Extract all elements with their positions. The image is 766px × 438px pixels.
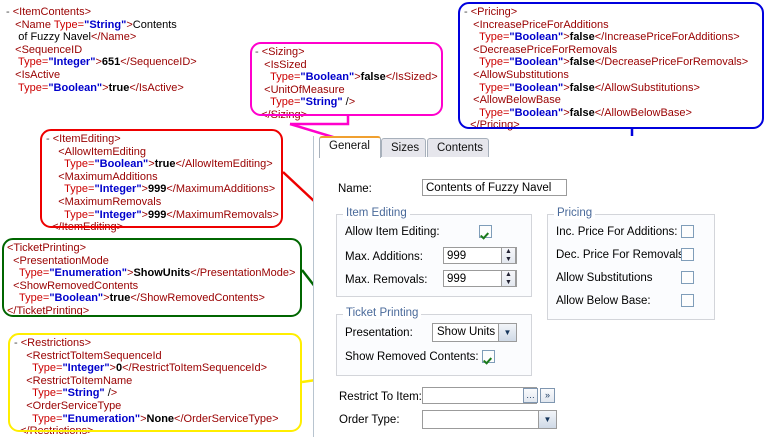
order-type-select[interactable]: ▼	[422, 410, 557, 429]
show-removed-contents-label: Show Removed Contents:	[345, 351, 479, 363]
dec-price-removals-checkbox[interactable]	[681, 248, 694, 261]
ticket-printing-group: Ticket Printing Presentation: Show Units…	[336, 314, 532, 376]
spin-down-icon[interactable]: ▼	[502, 256, 515, 263]
tab-general[interactable]: General	[319, 136, 381, 158]
name-input[interactable]: Contents of Fuzzy Navel	[422, 179, 567, 196]
presentation-value: Show Units	[437, 326, 495, 338]
name-label: Name:	[338, 183, 372, 195]
spin-up-icon[interactable]: ▲	[502, 271, 515, 278]
pricing-group-title: Pricing	[554, 207, 595, 219]
properties-dialog: General Sizes Contents Name: Contents of…	[313, 136, 746, 437]
allow-item-editing-checkbox[interactable]	[479, 225, 492, 238]
allow-substitutions-checkbox[interactable]	[681, 271, 694, 284]
max-additions-spinner[interactable]: ▲ ▼	[501, 247, 516, 264]
general-tab-pane: Name: Contents of Fuzzy Navel Item Editi…	[314, 157, 747, 437]
spin-up-icon[interactable]: ▲	[502, 248, 515, 255]
tab-strip: General Sizes Contents	[314, 136, 747, 158]
chevron-down-icon[interactable]: ▼	[498, 324, 516, 341]
order-type-label: Order Type:	[339, 414, 400, 426]
allow-below-base-label: Allow Below Base:	[556, 295, 651, 307]
spin-down-icon[interactable]: ▼	[502, 279, 515, 286]
pricing-group: Pricing Inc. Price For Additions: Dec. P…	[547, 214, 715, 320]
inc-price-additions-label: Inc. Price For Additions:	[556, 226, 677, 238]
browse-ellipsis-button[interactable]: …	[523, 388, 538, 403]
item-editing-group-title: Item Editing	[343, 207, 410, 219]
allow-item-editing-label: Allow Item Editing:	[345, 226, 440, 238]
show-removed-contents-checkbox[interactable]	[482, 350, 495, 363]
max-removals-spinner[interactable]: ▲ ▼	[501, 270, 516, 287]
restrict-to-item-input[interactable]	[422, 387, 537, 404]
presentation-label: Presentation:	[345, 327, 413, 339]
max-removals-label: Max. Removals:	[345, 274, 427, 286]
tab-sizes[interactable]: Sizes	[381, 138, 426, 157]
max-additions-label: Max. Additions:	[345, 251, 423, 263]
tab-contents[interactable]: Contents	[427, 138, 489, 157]
goto-next-button[interactable]: »	[540, 388, 555, 403]
item-editing-group: Item Editing Allow Item Editing: Max. Ad…	[336, 214, 532, 297]
presentation-select[interactable]: Show Units ▼	[432, 323, 517, 342]
ticket-printing-group-title: Ticket Printing	[343, 307, 421, 319]
chevron-down-icon[interactable]: ▼	[538, 411, 556, 428]
allow-below-base-checkbox[interactable]	[681, 294, 694, 307]
restrict-to-item-label: Restrict To Item:	[339, 391, 422, 403]
dec-price-removals-label: Dec. Price For Removals:	[556, 249, 687, 261]
inc-price-additions-checkbox[interactable]	[681, 225, 694, 238]
allow-substitutions-label: Allow Substitutions	[556, 272, 653, 284]
